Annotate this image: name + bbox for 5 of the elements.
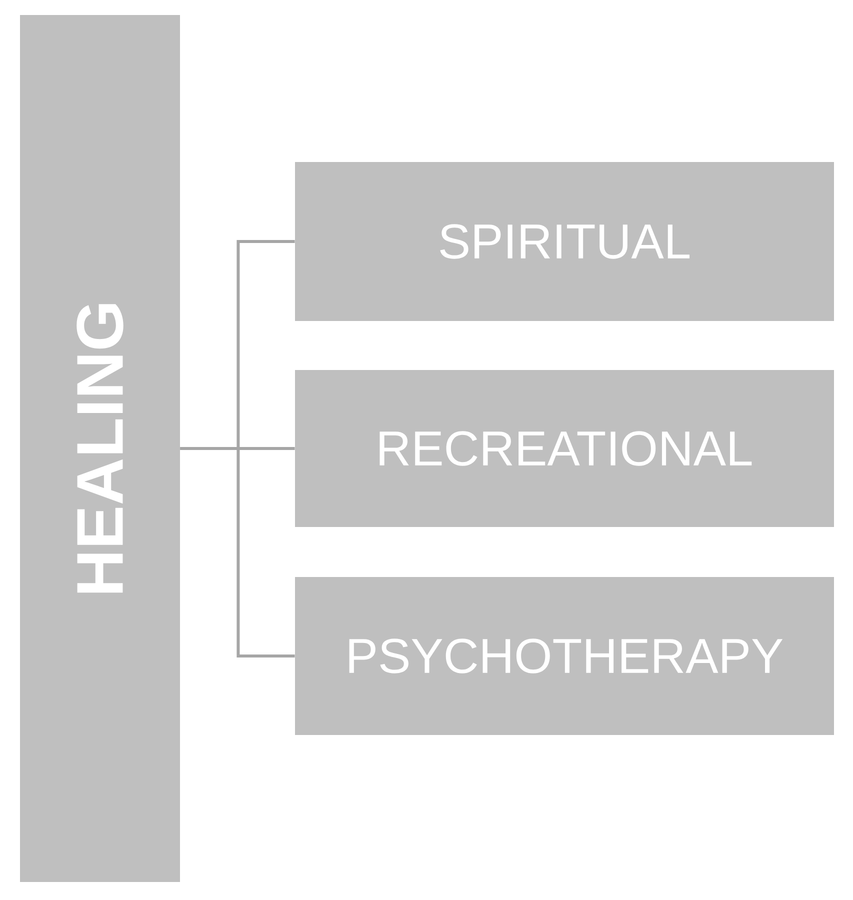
category-box: PSYCHOTHERAPY <box>295 577 834 735</box>
connector-line <box>180 447 295 658</box>
category-box: RECREATIONAL <box>295 370 834 527</box>
label-bar: HEALING <box>20 15 180 882</box>
category-box: SPIRITUAL <box>295 162 834 321</box>
